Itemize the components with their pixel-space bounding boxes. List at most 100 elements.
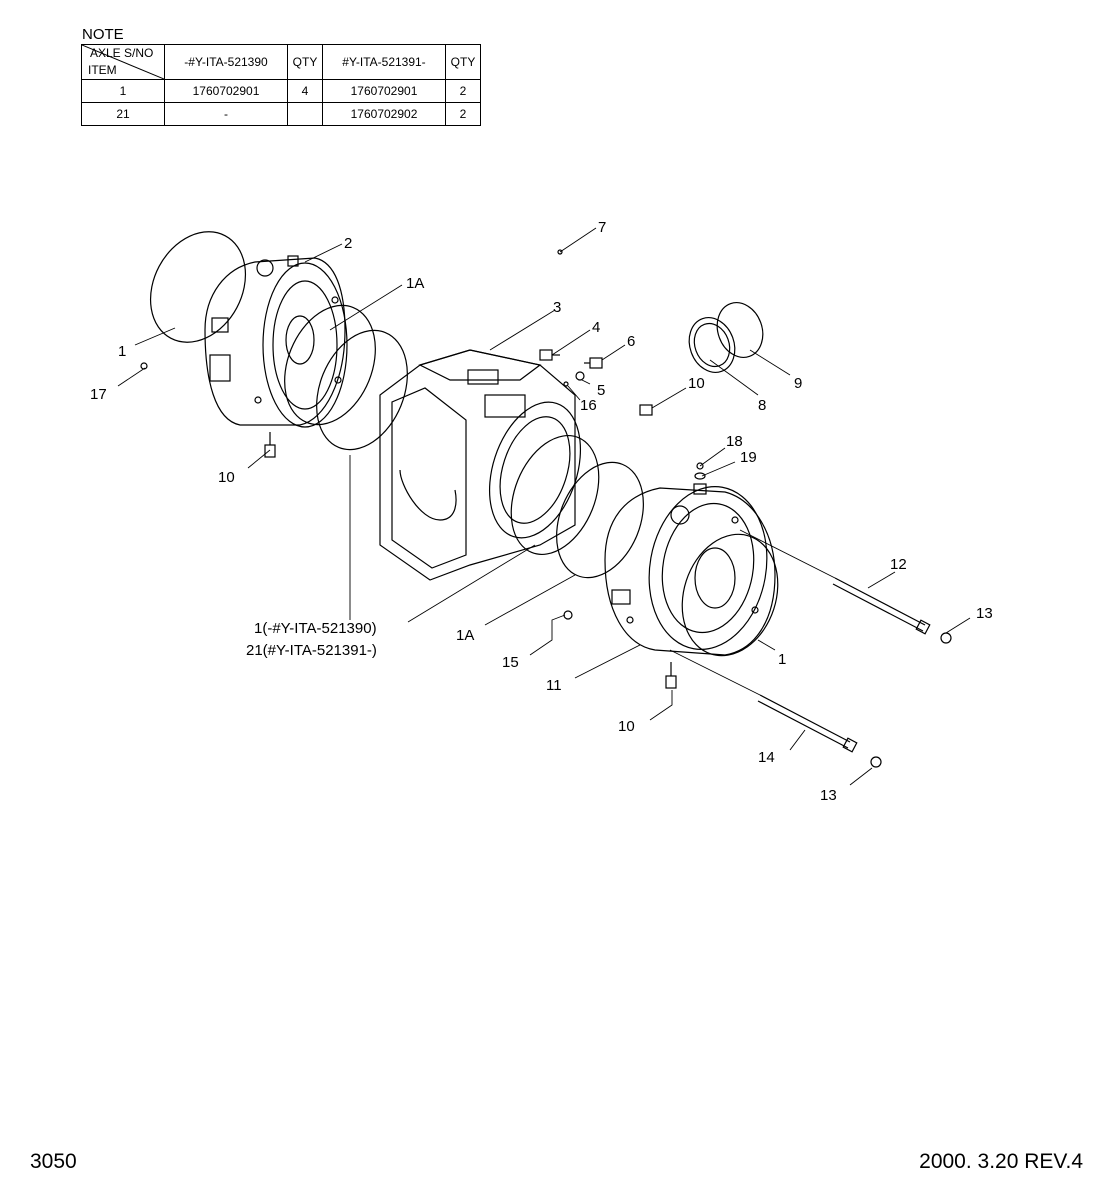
o-ring-part-1A-left bbox=[284, 304, 376, 426]
table-cell: 21 bbox=[81, 102, 165, 126]
stud-part-14 bbox=[757, 694, 858, 753]
callout-label: 4 bbox=[592, 319, 600, 336]
table-cell: 1760702902 bbox=[322, 102, 446, 126]
bolt-part-10-left bbox=[264, 432, 276, 458]
leader-line bbox=[574, 644, 641, 679]
fitting-part-17 bbox=[140, 362, 148, 370]
leader-line bbox=[407, 544, 536, 623]
o-ring-part-1-center bbox=[556, 461, 644, 579]
leader-line bbox=[117, 367, 146, 387]
leader-line bbox=[489, 309, 556, 351]
leader-line bbox=[669, 649, 761, 696]
callout-label: 1 bbox=[118, 343, 126, 360]
callout-label: 8 bbox=[758, 397, 766, 414]
callout-label: 9 bbox=[794, 375, 802, 392]
leader-line bbox=[247, 449, 271, 469]
leader-line bbox=[484, 574, 576, 626]
leader-line bbox=[945, 617, 971, 634]
leader-line bbox=[739, 529, 836, 579]
breather-part-10-right bbox=[639, 404, 653, 416]
o-ring-part-1-right bbox=[681, 533, 779, 657]
revision-date: 2000. 3.20 REV.4 bbox=[919, 1150, 1083, 1173]
callout-label: 1A bbox=[406, 275, 424, 292]
variant-label-2: 21(#Y-ITA-521391-) bbox=[246, 642, 377, 659]
leader-line bbox=[304, 243, 343, 263]
callout-label: 13 bbox=[976, 605, 993, 622]
part-7 bbox=[557, 249, 563, 255]
leader-line bbox=[581, 379, 591, 385]
plug-part-18 bbox=[696, 462, 704, 470]
callout-label: 14 bbox=[758, 749, 775, 766]
seal-part-8-inner bbox=[693, 322, 731, 368]
table-cell: - bbox=[164, 102, 288, 126]
leader-line bbox=[701, 461, 736, 477]
callout-label: 10 bbox=[688, 375, 705, 392]
callout-label: 13 bbox=[820, 787, 837, 804]
leader-line bbox=[651, 387, 687, 409]
corner-item-label: ITEM bbox=[88, 63, 117, 77]
bolt-part-10-bottom bbox=[665, 662, 677, 689]
seal-part-8 bbox=[688, 317, 736, 373]
table-cell bbox=[287, 102, 323, 126]
header-qty-1: QTY bbox=[287, 44, 323, 80]
note-table: AXLE S/NO ITEM -#Y-ITA-521390 QTY #Y-ITA… bbox=[81, 44, 481, 126]
leader-line bbox=[749, 349, 791, 376]
callout-label: 6 bbox=[627, 333, 635, 350]
table-cell: 1760702901 bbox=[164, 79, 288, 103]
callout-label: 10 bbox=[618, 718, 635, 735]
leader-line bbox=[709, 359, 759, 396]
corner-axle-label: AXLE S/NO bbox=[90, 46, 154, 60]
callout-label: 16 bbox=[580, 397, 597, 414]
page-number: 3050 bbox=[30, 1150, 77, 1173]
leader-line bbox=[699, 447, 726, 467]
left-housing-part-2 bbox=[204, 255, 348, 428]
leader-line bbox=[849, 767, 873, 786]
washer-part-5 bbox=[575, 371, 585, 381]
callout-label: 19 bbox=[740, 449, 757, 466]
leader-line bbox=[134, 327, 176, 346]
right-housing-part-11 bbox=[604, 483, 776, 656]
callout-label: 11 bbox=[546, 677, 562, 694]
callout-label: 5 bbox=[597, 382, 605, 399]
leader-line bbox=[601, 344, 626, 361]
washer-part-19 bbox=[694, 472, 706, 480]
table-cell: 2 bbox=[445, 102, 481, 126]
note-title: NOTE bbox=[82, 26, 124, 43]
callout-label: 17 bbox=[90, 386, 107, 403]
callout-label: 1A bbox=[456, 627, 474, 644]
leader-line bbox=[867, 571, 896, 589]
table-cell: 2 bbox=[445, 79, 481, 103]
leader-line bbox=[789, 729, 806, 751]
leader-line bbox=[329, 284, 403, 331]
note-corner-cell: AXLE S/NO ITEM bbox=[81, 44, 165, 80]
stud-part-12 bbox=[832, 577, 931, 635]
diagonal-divider bbox=[82, 45, 164, 79]
plug-part-6 bbox=[584, 357, 603, 369]
leader-line bbox=[649, 690, 673, 721]
variant-label-1: 1(-#Y-ITA-521390) bbox=[254, 620, 377, 637]
table-row: 21 - 1760702902 2 bbox=[81, 102, 481, 126]
leader-line bbox=[551, 329, 591, 356]
table-cell: 1 bbox=[81, 79, 165, 103]
plug-part-15 bbox=[563, 610, 573, 620]
callout-label: 1 bbox=[778, 651, 786, 668]
leader-line bbox=[529, 614, 566, 656]
header-qty-2: QTY bbox=[445, 44, 481, 80]
callout-label: 3 bbox=[553, 299, 561, 316]
callout-label: 12 bbox=[890, 556, 907, 573]
o-ring-part-21 bbox=[316, 329, 408, 451]
leader-line bbox=[757, 639, 776, 651]
leader-line bbox=[567, 385, 581, 401]
callout-label: 2 bbox=[344, 235, 352, 252]
snap-ring-part-9 bbox=[716, 302, 764, 358]
callout-label: 7 bbox=[598, 219, 606, 236]
nut-part-13-lower bbox=[870, 756, 882, 768]
o-ring-part-1A-right bbox=[510, 434, 600, 556]
o-ring-part-1-left bbox=[149, 231, 247, 343]
leader-lines bbox=[117, 227, 971, 786]
pin-part-16 bbox=[563, 381, 569, 387]
leader-line bbox=[559, 227, 597, 253]
callout-label: 10 bbox=[218, 469, 235, 486]
nut-part-13-upper bbox=[940, 632, 952, 644]
